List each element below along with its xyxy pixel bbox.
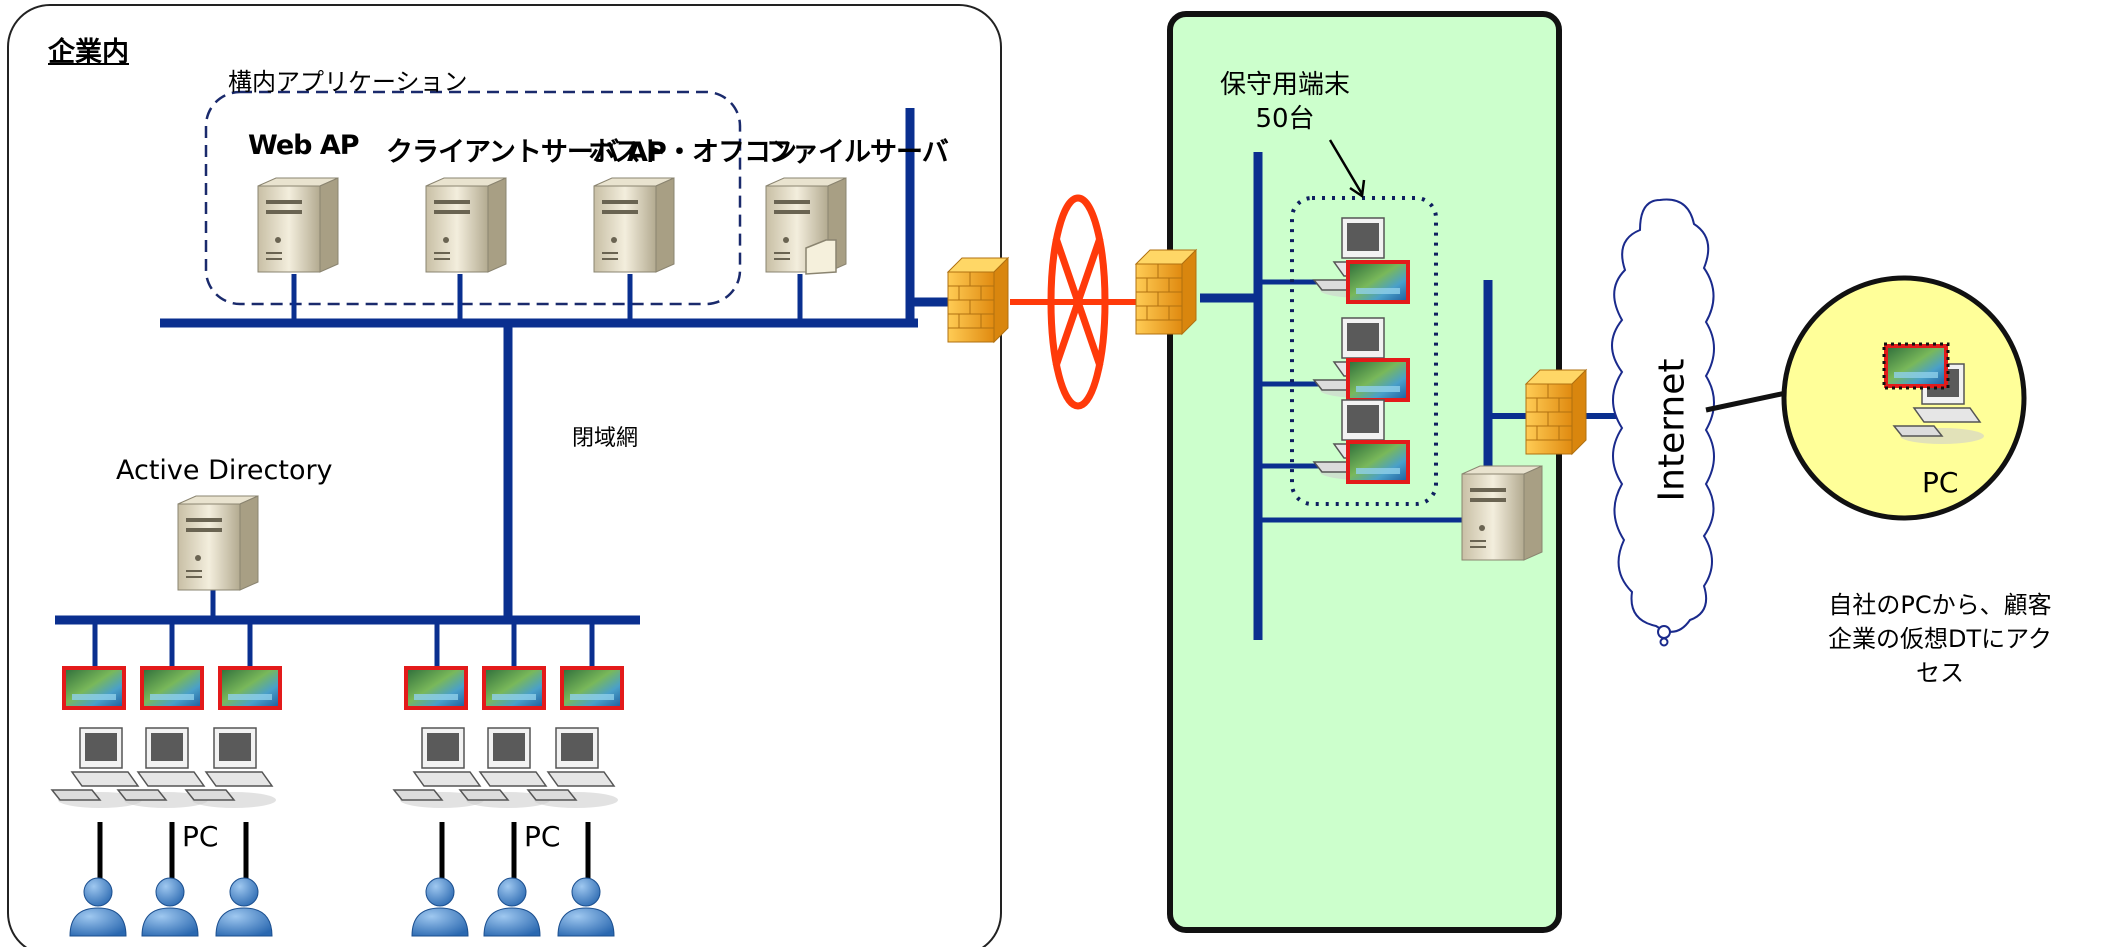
file-server-icon xyxy=(765,177,847,275)
maintenance-pointer-arrow xyxy=(1328,139,1364,195)
virtual-desktop-icon xyxy=(140,666,204,710)
pc-group-label: PC xyxy=(524,820,561,853)
pc-group-label: PC xyxy=(182,820,219,853)
maintenance-terminal-label: 保守用端末 50台 xyxy=(1205,68,1365,136)
client-server-ap-label: クライアントサーバ AP xyxy=(386,137,667,168)
firewall-icon xyxy=(1525,369,1587,455)
active-directory-label: Active Directory xyxy=(116,455,333,486)
remote-pc-label: PC xyxy=(1922,466,1959,499)
app-group-frame xyxy=(204,90,742,306)
maintenance-label-line1: 保守用端末 xyxy=(1219,70,1350,100)
client-server-ap-server-icon xyxy=(425,177,507,273)
gateway-server-icon xyxy=(1461,465,1543,561)
virtual-desktop-icon xyxy=(404,666,468,710)
internet-cloud-icon xyxy=(1611,198,1715,647)
virtual-desktop-icon xyxy=(1346,440,1410,484)
virtual-desktop-icon xyxy=(218,666,282,710)
virtual-desktop-icon xyxy=(1346,358,1410,402)
enterprise-title: 企業内 xyxy=(48,37,129,68)
internet-label: Internet xyxy=(1651,358,1693,502)
closed-network-label: 閉域網 xyxy=(572,426,639,451)
remote-site-circle xyxy=(1781,275,2027,521)
virtual-desktop-icon xyxy=(560,666,624,710)
maintenance-group-frame xyxy=(1290,196,1438,506)
remote-access-note: 自社のPCから、顧客企業の仮想DTにアクセス xyxy=(1828,591,2052,687)
active-directory-server-icon xyxy=(177,495,259,591)
firewall-icon xyxy=(947,257,1009,343)
host-server-icon xyxy=(593,177,675,273)
virtual-desktop-icon xyxy=(482,666,546,710)
wan-symbol-icon xyxy=(1047,194,1109,410)
app-group-label: 構内アプリケーション xyxy=(228,68,468,96)
firewall-icon xyxy=(1135,249,1197,335)
web-ap-server-icon xyxy=(257,177,339,273)
web-ap-label: Web AP xyxy=(248,130,360,161)
host-label: ホスト・オフコン xyxy=(588,137,797,168)
virtual-desktop-icon xyxy=(1346,260,1410,304)
maintenance-label-line2: 50台 xyxy=(1255,104,1315,134)
user-links xyxy=(97,822,591,880)
enterprise-network xyxy=(55,108,966,668)
file-server-label: ファイルサーバ xyxy=(766,137,949,168)
virtual-desktop-icon xyxy=(62,666,126,710)
remote-virtual-desktop-icon xyxy=(1882,342,1950,390)
arrowhead-icon xyxy=(1349,179,1366,199)
